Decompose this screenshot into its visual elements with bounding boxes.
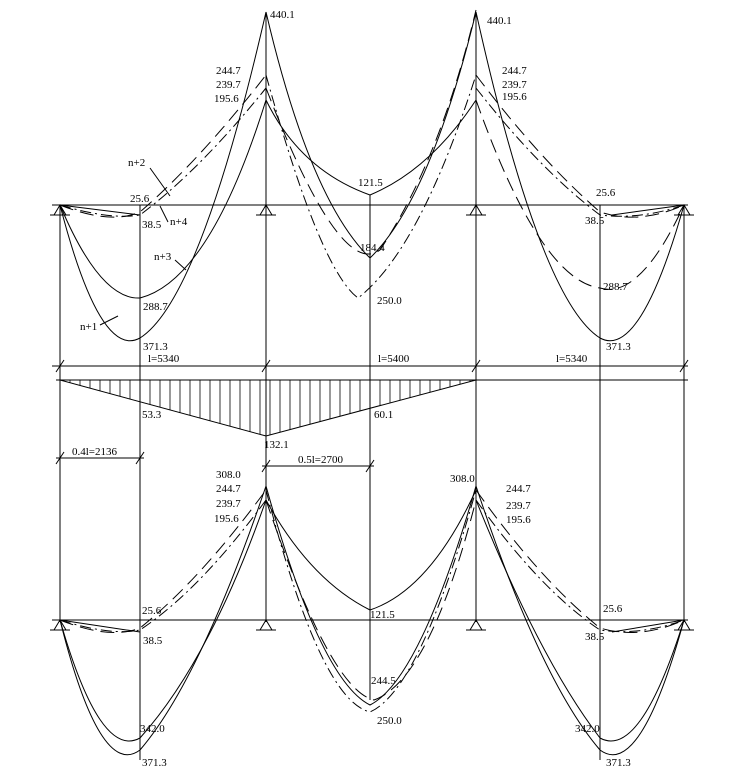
bottom-end-label-3: 25.6 <box>603 603 623 615</box>
top-right-peak-value-3: 195.6 <box>502 91 527 103</box>
span-dim-3: l=5340 <box>556 353 588 365</box>
top-curve-span2-solid-2 <box>265 11 477 259</box>
top-span-value-2: 371.3 <box>143 341 168 353</box>
bottom-right-peak-value-1: 244.7 <box>506 483 531 495</box>
bottom-right-peak-value-2: 239.7 <box>506 500 531 512</box>
top-mid-value-3: 250.0 <box>377 295 402 307</box>
shear-value-3: 132.1 <box>264 439 289 451</box>
curve-label-n1: n+1 <box>80 321 97 333</box>
top-curve-n2-span3 <box>475 74 685 218</box>
curve-label-n4: n+4 <box>170 216 188 228</box>
bottom-right-peak-value-3: 195.6 <box>506 514 531 526</box>
leader-n4 <box>159 205 169 223</box>
bottom-curve-span2-dashdot <box>265 489 477 713</box>
top-curve-n4-span1 <box>59 87 267 217</box>
top-span-value-3: 288.7 <box>603 281 628 293</box>
bottom-span-value-1: 342.0 <box>140 723 165 735</box>
top-mid-value-2: 184.4 <box>360 242 385 254</box>
bottom-support-2 <box>256 619 276 631</box>
top-curve-n3-span3 <box>475 99 685 290</box>
top-left-peak-value-1: 244.7 <box>216 65 241 77</box>
bottom-curve-span1-a <box>59 485 267 756</box>
bottom-curve-span1-b <box>59 499 267 742</box>
leader-n2 <box>149 167 171 197</box>
top-line-span3-end <box>611 204 685 216</box>
bottom-curve-span3-a <box>475 485 685 756</box>
shear-triangle <box>59 379 477 437</box>
curve-label-n3: n+3 <box>154 251 172 263</box>
bottom-peak-left: 308.0 <box>216 469 241 481</box>
bottom-end-label-4: 38.5 <box>585 631 605 643</box>
bottom-curve-span2-top <box>265 489 477 611</box>
dimension-row: l=5340 l=5400 l=5340 <box>52 353 689 373</box>
top-peak-right: 440.1 <box>487 15 512 27</box>
bottom-support-3 <box>466 619 486 631</box>
bottom-left-peak-value-2: 239.7 <box>216 498 241 510</box>
bottom-curve-span3-dash <box>475 489 685 633</box>
top-curve-n4-span3 <box>475 87 685 217</box>
top-end-label-1: 25.6 <box>130 193 150 205</box>
shear-hatching <box>69 380 471 435</box>
top-end-label-3: 25.6 <box>596 187 616 199</box>
leader-n1 <box>99 315 119 326</box>
top-right-peak-value-1: 244.7 <box>502 65 527 77</box>
curve-label-n2: n+2 <box>128 157 145 169</box>
top-peak-left: 440.1 <box>270 9 295 21</box>
top-span-value-4: 371.3 <box>606 341 631 353</box>
offset-dim-left: 0.4l=2136 <box>72 446 118 458</box>
bottom-support-1 <box>50 619 70 631</box>
top-curve-span2-dashdot <box>265 74 477 299</box>
bottom-curve-span1-dashdot <box>59 499 267 633</box>
bottom-span-value-4: 371.3 <box>606 757 631 769</box>
bottom-end-label-1: 25.6 <box>142 605 162 617</box>
bottom-left-peak-value-1: 244.7 <box>216 483 241 495</box>
shear-diagram: 53.3 60.1 132.1 <box>56 379 688 451</box>
shear-value-1: 53.3 <box>142 409 162 421</box>
bottom-mid-value-3: 250.0 <box>377 715 402 727</box>
top-curve-n1-span3 <box>475 11 685 342</box>
bottom-support-4 <box>674 619 694 631</box>
bottom-mid-value-1: 121.5 <box>370 609 395 621</box>
bottom-span-value-3: 342.0 <box>575 723 600 735</box>
span-dim-2: l=5400 <box>378 353 410 365</box>
bottom-mid-value-2: 244.5 <box>371 675 396 687</box>
bottom-left-peak-value-3: 195.6 <box>214 513 239 525</box>
top-curve-span2-dash <box>265 9 477 255</box>
bottom-span-value-2: 371.3 <box>142 757 167 769</box>
bottom-curve-span2-dash <box>265 499 477 701</box>
bottom-end-label-2: 38.5 <box>143 635 163 647</box>
vertical-guides <box>59 12 685 760</box>
span-dim-1: l=5340 <box>148 353 180 365</box>
top-curve-n1-span1 <box>59 11 267 342</box>
bottom-peak-right: 308.0 <box>450 473 475 485</box>
bottom-curve-span3-dashdot <box>475 499 685 633</box>
bottom-curve-span3-b <box>475 499 685 742</box>
top-left-peak-value-3: 195.6 <box>214 93 239 105</box>
offset-dimensions: 0.4l=2136 0.5l=2700 <box>55 446 375 473</box>
top-line-span1-end <box>59 204 141 216</box>
shear-value-2: 60.1 <box>374 409 393 421</box>
top-end-label-4: 38.5 <box>585 215 605 227</box>
bottom-curve-span1-dash <box>59 489 267 633</box>
top-curve-n2-span1 <box>59 74 267 218</box>
top-end-label-2: 38.5 <box>142 219 162 231</box>
top-span-value-1: 288.7 <box>143 301 168 313</box>
bottom-diagram: 308.0 308.0 244.7 239.7 195.6 244.7 239.… <box>50 469 694 769</box>
top-left-peak-value-2: 239.7 <box>216 79 241 91</box>
top-mid-value-1: 121.5 <box>358 177 383 189</box>
top-diagram: 440.1 440.1 244.7 239.7 195.6 244.7 239.… <box>50 9 694 353</box>
top-right-peak-value-2: 239.7 <box>502 79 527 91</box>
leader-n3 <box>174 259 187 271</box>
top-curve-n3-span1 <box>59 99 267 299</box>
offset-dim-mid: 0.5l=2700 <box>298 454 344 466</box>
